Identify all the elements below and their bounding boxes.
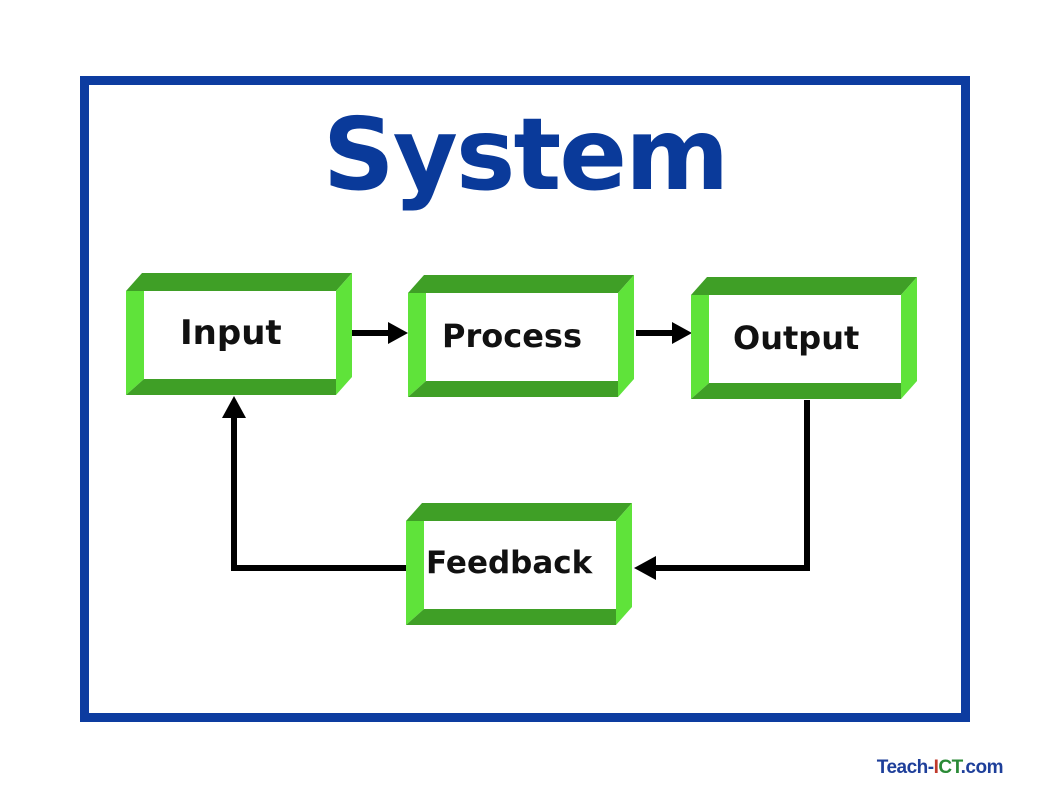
feedback-node: Feedback <box>406 503 632 627</box>
process-node: Process <box>408 275 634 399</box>
watermark-logo: Teach-ICT.com <box>876 757 1004 778</box>
edge-output-feedback <box>634 400 810 580</box>
edge-feedback-input <box>222 396 406 571</box>
page-title: System <box>322 96 730 213</box>
output-label: Output <box>733 319 860 357</box>
output-node: Output <box>691 277 917 401</box>
edge-process-output <box>636 322 692 344</box>
input-node: Input <box>126 273 352 397</box>
edge-input-process <box>352 322 408 344</box>
feedback-label: Feedback <box>426 545 593 581</box>
process-label: Process <box>442 317 582 355</box>
input-label: Input <box>180 313 282 353</box>
